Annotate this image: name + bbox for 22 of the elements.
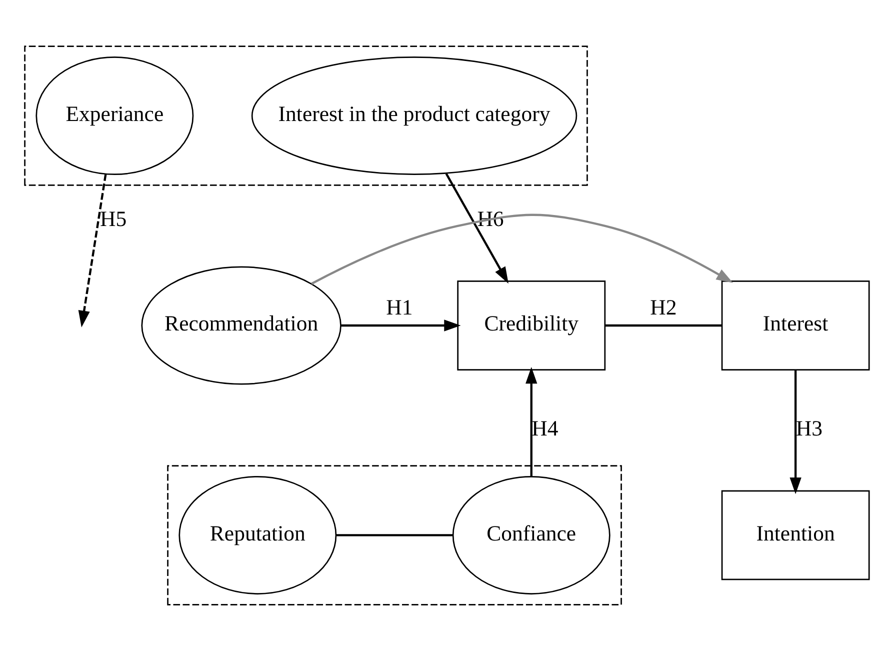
node-box: Intention (721, 490, 870, 580)
arrow (311, 213, 733, 284)
connector (604, 324, 722, 326)
arrow (790, 370, 802, 494)
edge-label: H3 (796, 416, 822, 440)
arrow (445, 172, 508, 284)
node-ellipse: Interest in the product category (251, 56, 578, 175)
edge-label: H1 (386, 294, 413, 319)
node-ellipse: Recommendation (141, 266, 342, 384)
connector (336, 534, 453, 536)
arrow (78, 174, 107, 327)
node-box: Interest (721, 280, 870, 370)
node-ellipse: Experiance (36, 56, 194, 175)
edge-label: H2 (650, 294, 677, 319)
cluster (167, 464, 622, 605)
node-box: Credibility (457, 280, 606, 370)
node-ellipse: Confiance (452, 475, 610, 594)
arrow (341, 319, 461, 331)
node-ellipse: Reputation (178, 475, 337, 594)
cluster (24, 45, 588, 186)
edge-label: H5 (100, 206, 127, 230)
arrow (526, 366, 538, 476)
